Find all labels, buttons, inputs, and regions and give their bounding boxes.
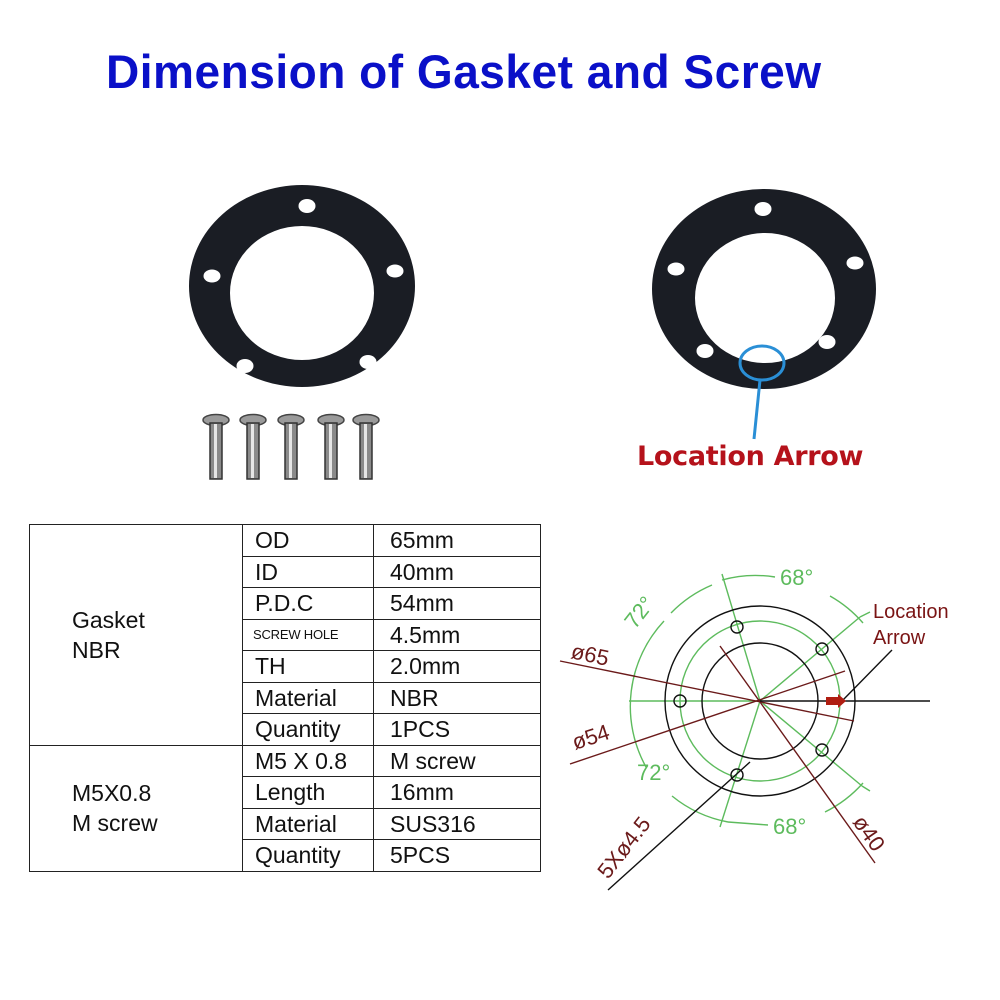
angle-arc-bottom-right: [824, 782, 864, 813]
group-name: NBR: [72, 636, 121, 663]
spec-key: ID: [242, 555, 374, 588]
location-label-line1: Location: [873, 601, 949, 623]
dim-id-label: ø40: [848, 811, 890, 856]
spec-key: P.D.C: [242, 587, 374, 620]
spec-key: Material: [242, 681, 374, 714]
spec-value: 65mm: [373, 524, 541, 557]
table-row: Quantity 5PCS: [30, 839, 541, 872]
technical-drawing: ø65 ø54 ø40 5Xø4.5 68° 72° 72° 68° Locat…: [559, 565, 949, 891]
angle-arc-top: [721, 574, 776, 581]
location-label-line2: Arrow: [873, 627, 926, 649]
angle-lower-left-label: 72°: [637, 760, 670, 785]
dim-holes-label: 5Xø4.5: [592, 812, 655, 883]
spec-value: 54mm: [373, 587, 541, 620]
angle-arc-bottom: [727, 821, 769, 826]
page-title: Dimension of Gasket and Screw: [106, 45, 822, 98]
angle-arc-upper: [670, 584, 713, 614]
spec-key: Quantity: [242, 839, 374, 872]
table-row: M5X0.8 M screw M5 X 0.8 M screw: [29, 744, 541, 872]
spec-value: 5PCS: [373, 839, 541, 872]
spec-value: 16mm: [373, 776, 541, 809]
angle-bottom-label: 68°: [773, 814, 806, 839]
screw-group-cell: M5X0.8 M screw: [29, 744, 243, 872]
spec-key: Length: [242, 776, 374, 809]
angle-upper-left-label: 72°: [619, 591, 659, 633]
spec-value: NBR: [373, 681, 541, 714]
table-row: ID 40mm: [30, 555, 541, 588]
spec-key: Material: [242, 807, 374, 840]
spec-value: SUS316: [373, 807, 541, 840]
spec-table: Gasket NBR OD 65mm ID 40mm P.D.C 54mm SC…: [29, 524, 541, 872]
location-arrow-icon: [826, 694, 846, 708]
screws-icon: [202, 413, 380, 480]
spec-key: TH: [242, 650, 374, 683]
spec-key: M5 X 0.8: [242, 744, 374, 777]
spec-value: 4.5mm: [373, 618, 541, 651]
table-row: Material NBR: [30, 681, 541, 714]
spec-value: 2.0mm: [373, 650, 541, 683]
gasket-icon: [652, 189, 876, 389]
table-row: Length 16mm: [30, 776, 541, 809]
spec-value: 40mm: [373, 555, 541, 588]
spec-key: Quantity: [242, 713, 374, 746]
spec-key: OD: [242, 524, 374, 557]
group-name: M screw: [72, 810, 158, 836]
gasket-location-photo: [652, 189, 876, 440]
group-name: Gasket: [72, 606, 145, 633]
angle-arc-left: [629, 620, 665, 768]
gasket-with-screws-photo: [189, 185, 415, 480]
angle-top-label: 68°: [780, 565, 813, 590]
group-name: M5X0.8: [72, 780, 152, 806]
spec-key: SCREW HOLE: [242, 618, 374, 651]
angle-arc-lower-left: [671, 795, 729, 823]
location-marker-icon: [738, 344, 786, 440]
gasket-icon: [189, 185, 415, 387]
angle-arc-top-right: [829, 595, 864, 624]
table-row: P.D.C 54mm: [30, 587, 541, 620]
table-row: Quantity 1PCS: [30, 713, 541, 746]
spec-value: M screw: [373, 744, 541, 777]
table-row: Material SUS316: [30, 807, 541, 840]
dim-pcd-label: ø54: [569, 719, 613, 754]
table-row: TH 2.0mm: [30, 650, 541, 683]
location-arrow-callout: Location Arrow: [637, 441, 864, 472]
gasket-group-cell: Gasket NBR: [29, 524, 243, 746]
table-row: Gasket NBR OD 65mm: [29, 524, 541, 746]
spec-value: 1PCS: [373, 713, 541, 746]
dim-od-label: ø65: [569, 638, 611, 670]
